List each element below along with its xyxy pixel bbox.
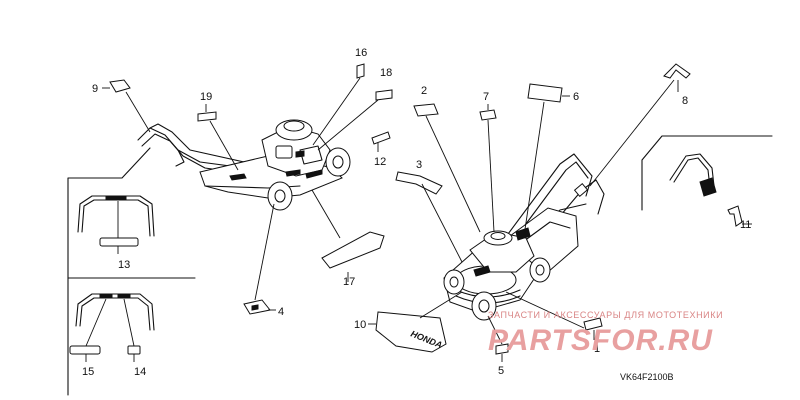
- callout-17: 17: [343, 276, 355, 288]
- part-13-label: [99, 237, 139, 247]
- callout-11: 11: [740, 219, 751, 231]
- callout-14: 14: [134, 366, 146, 378]
- inset-left-handles: 13 15 14: [67, 147, 196, 396]
- watermark-tagline: ЗАПЧАСТИ И АКСЕССУАРЫ ДЛЯ МОТОТЕХНИКИ: [488, 310, 723, 320]
- part-18-label: [375, 89, 393, 101]
- callout-3: 3: [416, 159, 422, 171]
- watermark: ЗАПЧАСТИ И АКСЕССУАРЫ ДЛЯ МОТОТЕХНИКИ PA…: [488, 310, 723, 357]
- callout-18: 18: [380, 67, 392, 79]
- right-mower: [443, 153, 605, 321]
- part-12-label: [371, 131, 391, 145]
- callout-12: 12: [374, 156, 386, 168]
- callout-5: 5: [498, 365, 504, 377]
- part-3-decal: [395, 171, 443, 195]
- callout-4: 4: [278, 306, 284, 318]
- callout-2: 2: [421, 85, 427, 97]
- part-2-label: [413, 103, 439, 117]
- part-9-label: [109, 79, 131, 93]
- callout-1: 1: [594, 343, 600, 355]
- callout-7: 7: [483, 91, 489, 103]
- part-5-label: [495, 343, 509, 355]
- callout-8: 8: [682, 95, 688, 107]
- callout-group-left: 16 18 12 19 9 17 4: [92, 47, 393, 318]
- callout-16: 16: [355, 47, 367, 59]
- left-mower: [137, 119, 351, 211]
- part-6-label: [527, 83, 563, 103]
- callout-9: 9: [92, 83, 98, 95]
- callout-group-right: 2 7 6 8 3 10 HONDA 5 1: [354, 63, 691, 377]
- part-10-decal: [375, 311, 447, 353]
- callout-10: 10: [354, 319, 366, 331]
- diagram-code: VK64F2100B: [620, 372, 674, 382]
- part-8-clip: [663, 63, 691, 79]
- inset-right-handle: 11: [641, 135, 773, 231]
- callout-15: 15: [82, 366, 94, 378]
- watermark-logo: PARTSFOR.RU: [488, 324, 713, 357]
- part-11-clip: [727, 205, 743, 227]
- callout-6: 6: [573, 91, 579, 103]
- part-14-label: [127, 345, 141, 355]
- callout-13: 13: [118, 259, 130, 271]
- part-16-label: [356, 63, 365, 79]
- part-19-label: [197, 111, 217, 122]
- part-7-label: [479, 109, 497, 121]
- part-17-decal: [321, 231, 385, 269]
- callout-19: 19: [200, 91, 212, 103]
- part-15-label: [69, 345, 101, 355]
- part-1-label: [583, 317, 603, 331]
